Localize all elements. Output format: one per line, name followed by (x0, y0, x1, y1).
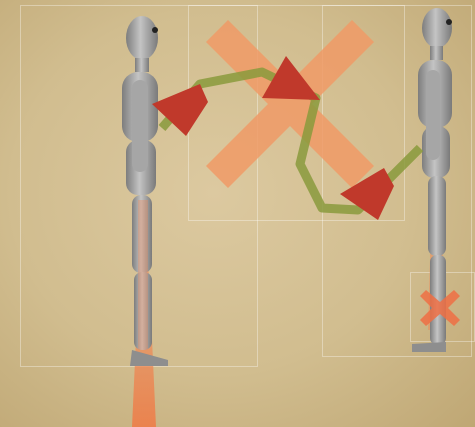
arrowhead-1 (152, 84, 208, 136)
gaze-arrow (152, 56, 420, 220)
large-cross-mark (206, 20, 374, 188)
mannequin-left-figure (122, 16, 168, 366)
